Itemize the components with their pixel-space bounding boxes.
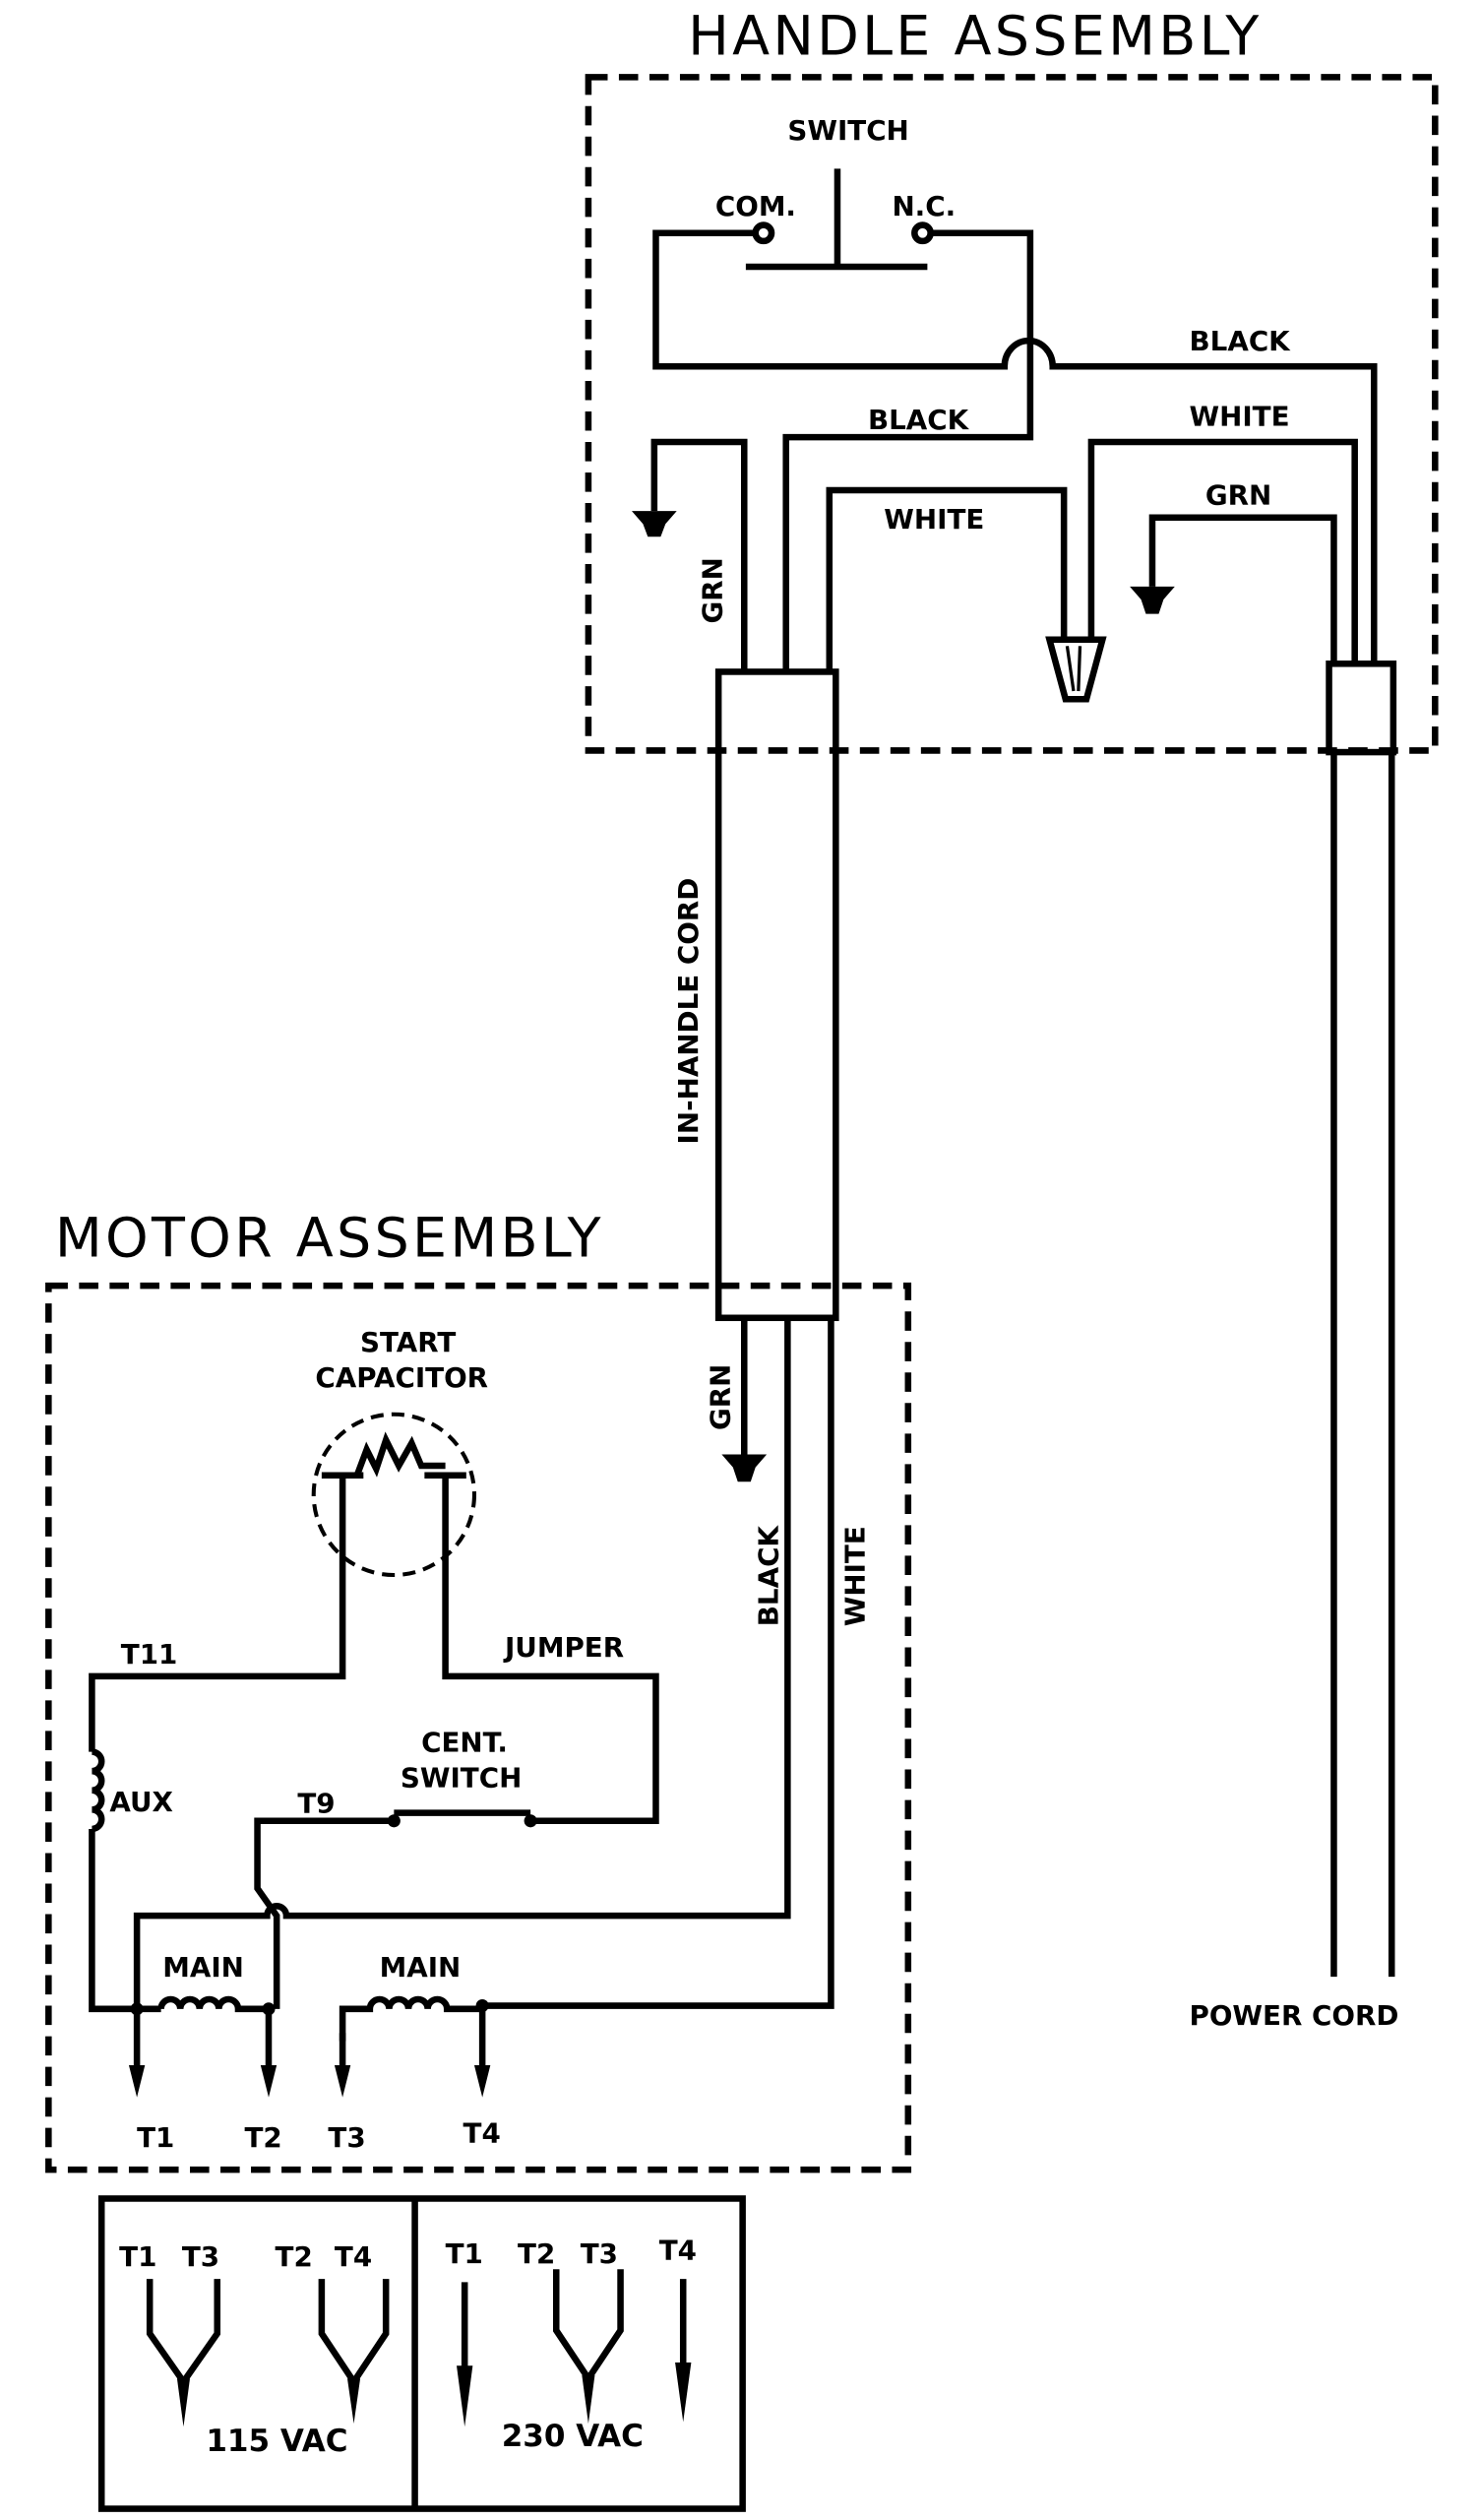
- wire-t11: [89, 1475, 346, 1752]
- black-label-motor: BLACK: [753, 1525, 785, 1627]
- start-capacitor: START CAPACITOR: [311, 1326, 488, 1578]
- 115vac-label: 115 VAC: [206, 2424, 347, 2459]
- motor-assembly-title: MOTOR ASSEMBLY: [55, 1207, 604, 1271]
- wire-white-cord: [826, 486, 1068, 672]
- wire-grn-power: [1148, 514, 1337, 667]
- terminal-label: T3: [182, 2240, 219, 2273]
- power-cord: POWER CORD: [1190, 661, 1399, 2032]
- cent-label: CENT.: [421, 1727, 508, 1759]
- motor-assembly: MOTOR ASSEMBLY GRN BLACK WHITE START CAP…: [45, 1207, 912, 2174]
- start-label: START: [360, 1326, 456, 1358]
- wire-white-motor: [482, 1317, 834, 2009]
- wire-white-power: [1087, 438, 1358, 667]
- ground-icon: [721, 1454, 768, 1482]
- terminal-label: T4: [335, 2240, 372, 2273]
- terminal-label: T2: [276, 2240, 313, 2273]
- terminal-t4: T4: [463, 2116, 501, 2149]
- main-label-1: MAIN: [162, 1951, 244, 1984]
- black-label-1: BLACK: [1190, 325, 1292, 357]
- terminal-leads: [128, 2005, 491, 2098]
- grn-label-1: GRN: [696, 557, 728, 623]
- wire-black-motor: [133, 1317, 791, 2009]
- in-handle-cord-label: IN-HANDLE CORD: [672, 878, 705, 1145]
- voltage-connection-table: T1 T3 T2 T4 115 VAC T1 T2 T3 T4 230 VAC: [97, 2195, 746, 2512]
- jumper-label: JUMPER: [503, 1631, 624, 1664]
- main-coil-2: [339, 1995, 489, 2042]
- capacitor-label: CAPACITOR: [315, 1361, 488, 1394]
- terminal-t1: T1: [137, 2121, 174, 2154]
- terminal-t3: T3: [328, 2121, 365, 2154]
- terminal-label: T3: [581, 2237, 618, 2270]
- power-cord-label: POWER CORD: [1190, 1999, 1399, 2032]
- wire-jumper: [442, 1475, 659, 1825]
- t11-label: T11: [121, 1638, 178, 1670]
- in-handle-cord: IN-HANDLE CORD: [672, 668, 839, 1322]
- terminal-label: T1: [446, 2237, 483, 2270]
- terminal-label: T4: [659, 2235, 697, 2267]
- com-label: COM.: [715, 190, 796, 222]
- connection-230vac: T1 T2 T3 T4 230 VAC: [446, 2235, 697, 2454]
- wire-t9: [254, 1817, 395, 2009]
- grn-label-2: GRN: [1205, 479, 1271, 512]
- t9-label: T9: [297, 1788, 335, 1820]
- 230vac-label: 230 VAC: [502, 2419, 644, 2454]
- aux-coil-icon: [92, 1748, 105, 1833]
- switch-label: SWITCH: [787, 114, 908, 147]
- white-label-1: WHITE: [884, 503, 984, 536]
- ground-icon: [1130, 586, 1175, 614]
- switch-label-motor: SWITCH: [401, 1762, 522, 1795]
- handle-assembly-boundary: [585, 74, 1439, 754]
- white-label-motor: WHITE: [839, 1526, 872, 1626]
- centrifugal-switch: CENT. SWITCH: [387, 1727, 537, 1828]
- motor-assembly-boundary: [45, 1282, 912, 2174]
- grn-label-motor: GRN: [705, 1364, 737, 1430]
- wire-black-nc: [782, 229, 1034, 672]
- terminal-t2: T2: [245, 2121, 282, 2154]
- ground-icon: [631, 511, 677, 537]
- aux-label: AUX: [109, 1786, 173, 1818]
- nc-label: N.C.: [892, 190, 956, 222]
- main-label-2: MAIN: [380, 1951, 462, 1984]
- terminal-label: T2: [518, 2237, 555, 2270]
- wire-black-com: [652, 229, 1378, 667]
- terminal-label: T1: [119, 2240, 156, 2273]
- white-label-2: WHITE: [1190, 401, 1290, 433]
- black-label-2: BLACK: [868, 404, 970, 436]
- handle-assembly-title: HANDLE ASSEMBLY: [688, 5, 1262, 69]
- handle-assembly: HANDLE ASSEMBLY SWITCH COM. N.C. BLACK B…: [585, 5, 1439, 754]
- wire-grn-handle: [650, 438, 748, 672]
- connection-115vac: T1 T3 T2 T4 115 VAC: [119, 2240, 390, 2459]
- wire-nut-icon: [1045, 636, 1107, 703]
